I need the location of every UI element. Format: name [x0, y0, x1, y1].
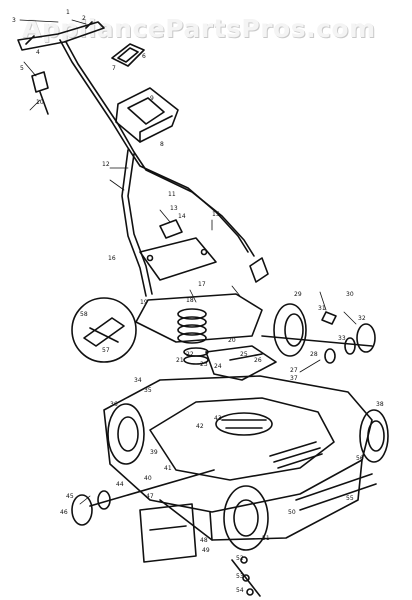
- callout-54: 54: [236, 587, 244, 594]
- cord-bracket-plate: [139, 219, 217, 281]
- callout-47: 47: [146, 493, 154, 500]
- callout-10: 10: [36, 99, 44, 106]
- callout-9: 9: [150, 95, 154, 102]
- front-axle-parts: [71, 469, 377, 597]
- leader-lines: [19, 19, 357, 505]
- callout-39: 39: [150, 449, 158, 456]
- rear-wheel-assembly: [261, 303, 376, 364]
- callout-48: 48: [200, 537, 208, 544]
- callout-2: 2: [82, 15, 86, 22]
- callout-29: 29: [294, 291, 302, 298]
- callout-44: 44: [116, 481, 124, 488]
- callout-1: 1: [66, 9, 70, 16]
- callout-35: 35: [144, 387, 152, 394]
- callout-14: 14: [178, 213, 186, 220]
- callout-6: 6: [142, 53, 146, 60]
- callout-26: 26: [254, 357, 262, 364]
- callout-28: 28: [310, 351, 318, 358]
- callout-58: 58: [80, 311, 88, 318]
- callout-25: 25: [240, 351, 248, 358]
- callout-11: 11: [168, 191, 176, 198]
- callout-38: 38: [376, 401, 384, 408]
- callout-7: 7: [112, 65, 116, 72]
- callout-17: 17: [198, 281, 206, 288]
- callout-30: 30: [346, 291, 354, 298]
- watermark-text: AppliancePartsPros.com: [22, 14, 376, 43]
- callout-24: 24: [214, 363, 222, 370]
- callout-34: 34: [134, 377, 142, 384]
- callout-13: 13: [170, 205, 178, 212]
- callout-8: 8: [160, 141, 164, 148]
- callout-51: 51: [262, 535, 270, 542]
- callout-40: 40: [144, 475, 152, 482]
- callout-57: 57: [102, 347, 110, 354]
- callout-18: 18: [186, 297, 194, 304]
- handle-assembly: [17, 21, 255, 297]
- callout-27: 27: [290, 367, 298, 374]
- callout-52: 52: [236, 555, 244, 562]
- callout-45: 45: [66, 493, 74, 500]
- callout-37: 37: [290, 375, 298, 382]
- callout-43: 43: [214, 415, 222, 422]
- callout-3: 3: [12, 17, 16, 24]
- mower-deck: [103, 375, 373, 541]
- callout-33: 33: [338, 335, 346, 342]
- inset-detail-circle: [71, 297, 137, 363]
- callout-21: 21: [176, 357, 184, 364]
- callout-12: 12: [102, 161, 110, 168]
- deck-wheels: [107, 403, 389, 551]
- callout-22: 22: [186, 351, 194, 358]
- callout-19: 19: [140, 299, 148, 306]
- spring-and-motor-mount: [135, 257, 277, 381]
- callout-5: 5: [20, 65, 24, 72]
- callout-23: 23: [200, 361, 208, 368]
- callout-56: 56: [356, 455, 364, 462]
- callout-46: 46: [60, 509, 68, 516]
- callout-42: 42: [196, 423, 204, 430]
- callout-15: 15: [212, 211, 220, 218]
- part-callouts: 1 2 3 4 5 6 7 8 9 10 11 12 13 14 15 16 1…: [12, 9, 384, 594]
- callout-31: 31: [318, 305, 326, 312]
- callout-50: 50: [288, 509, 296, 516]
- callout-55: 55: [346, 495, 354, 502]
- callout-53: 53: [236, 573, 244, 580]
- callout-16: 16: [108, 255, 116, 262]
- callout-32: 32: [358, 315, 366, 322]
- callout-49: 49: [202, 547, 210, 554]
- callout-36: 36: [110, 401, 118, 408]
- callout-4: 4: [36, 49, 40, 56]
- callout-20: 20: [228, 337, 236, 344]
- callout-41: 41: [164, 465, 172, 472]
- switch-box: [111, 43, 179, 143]
